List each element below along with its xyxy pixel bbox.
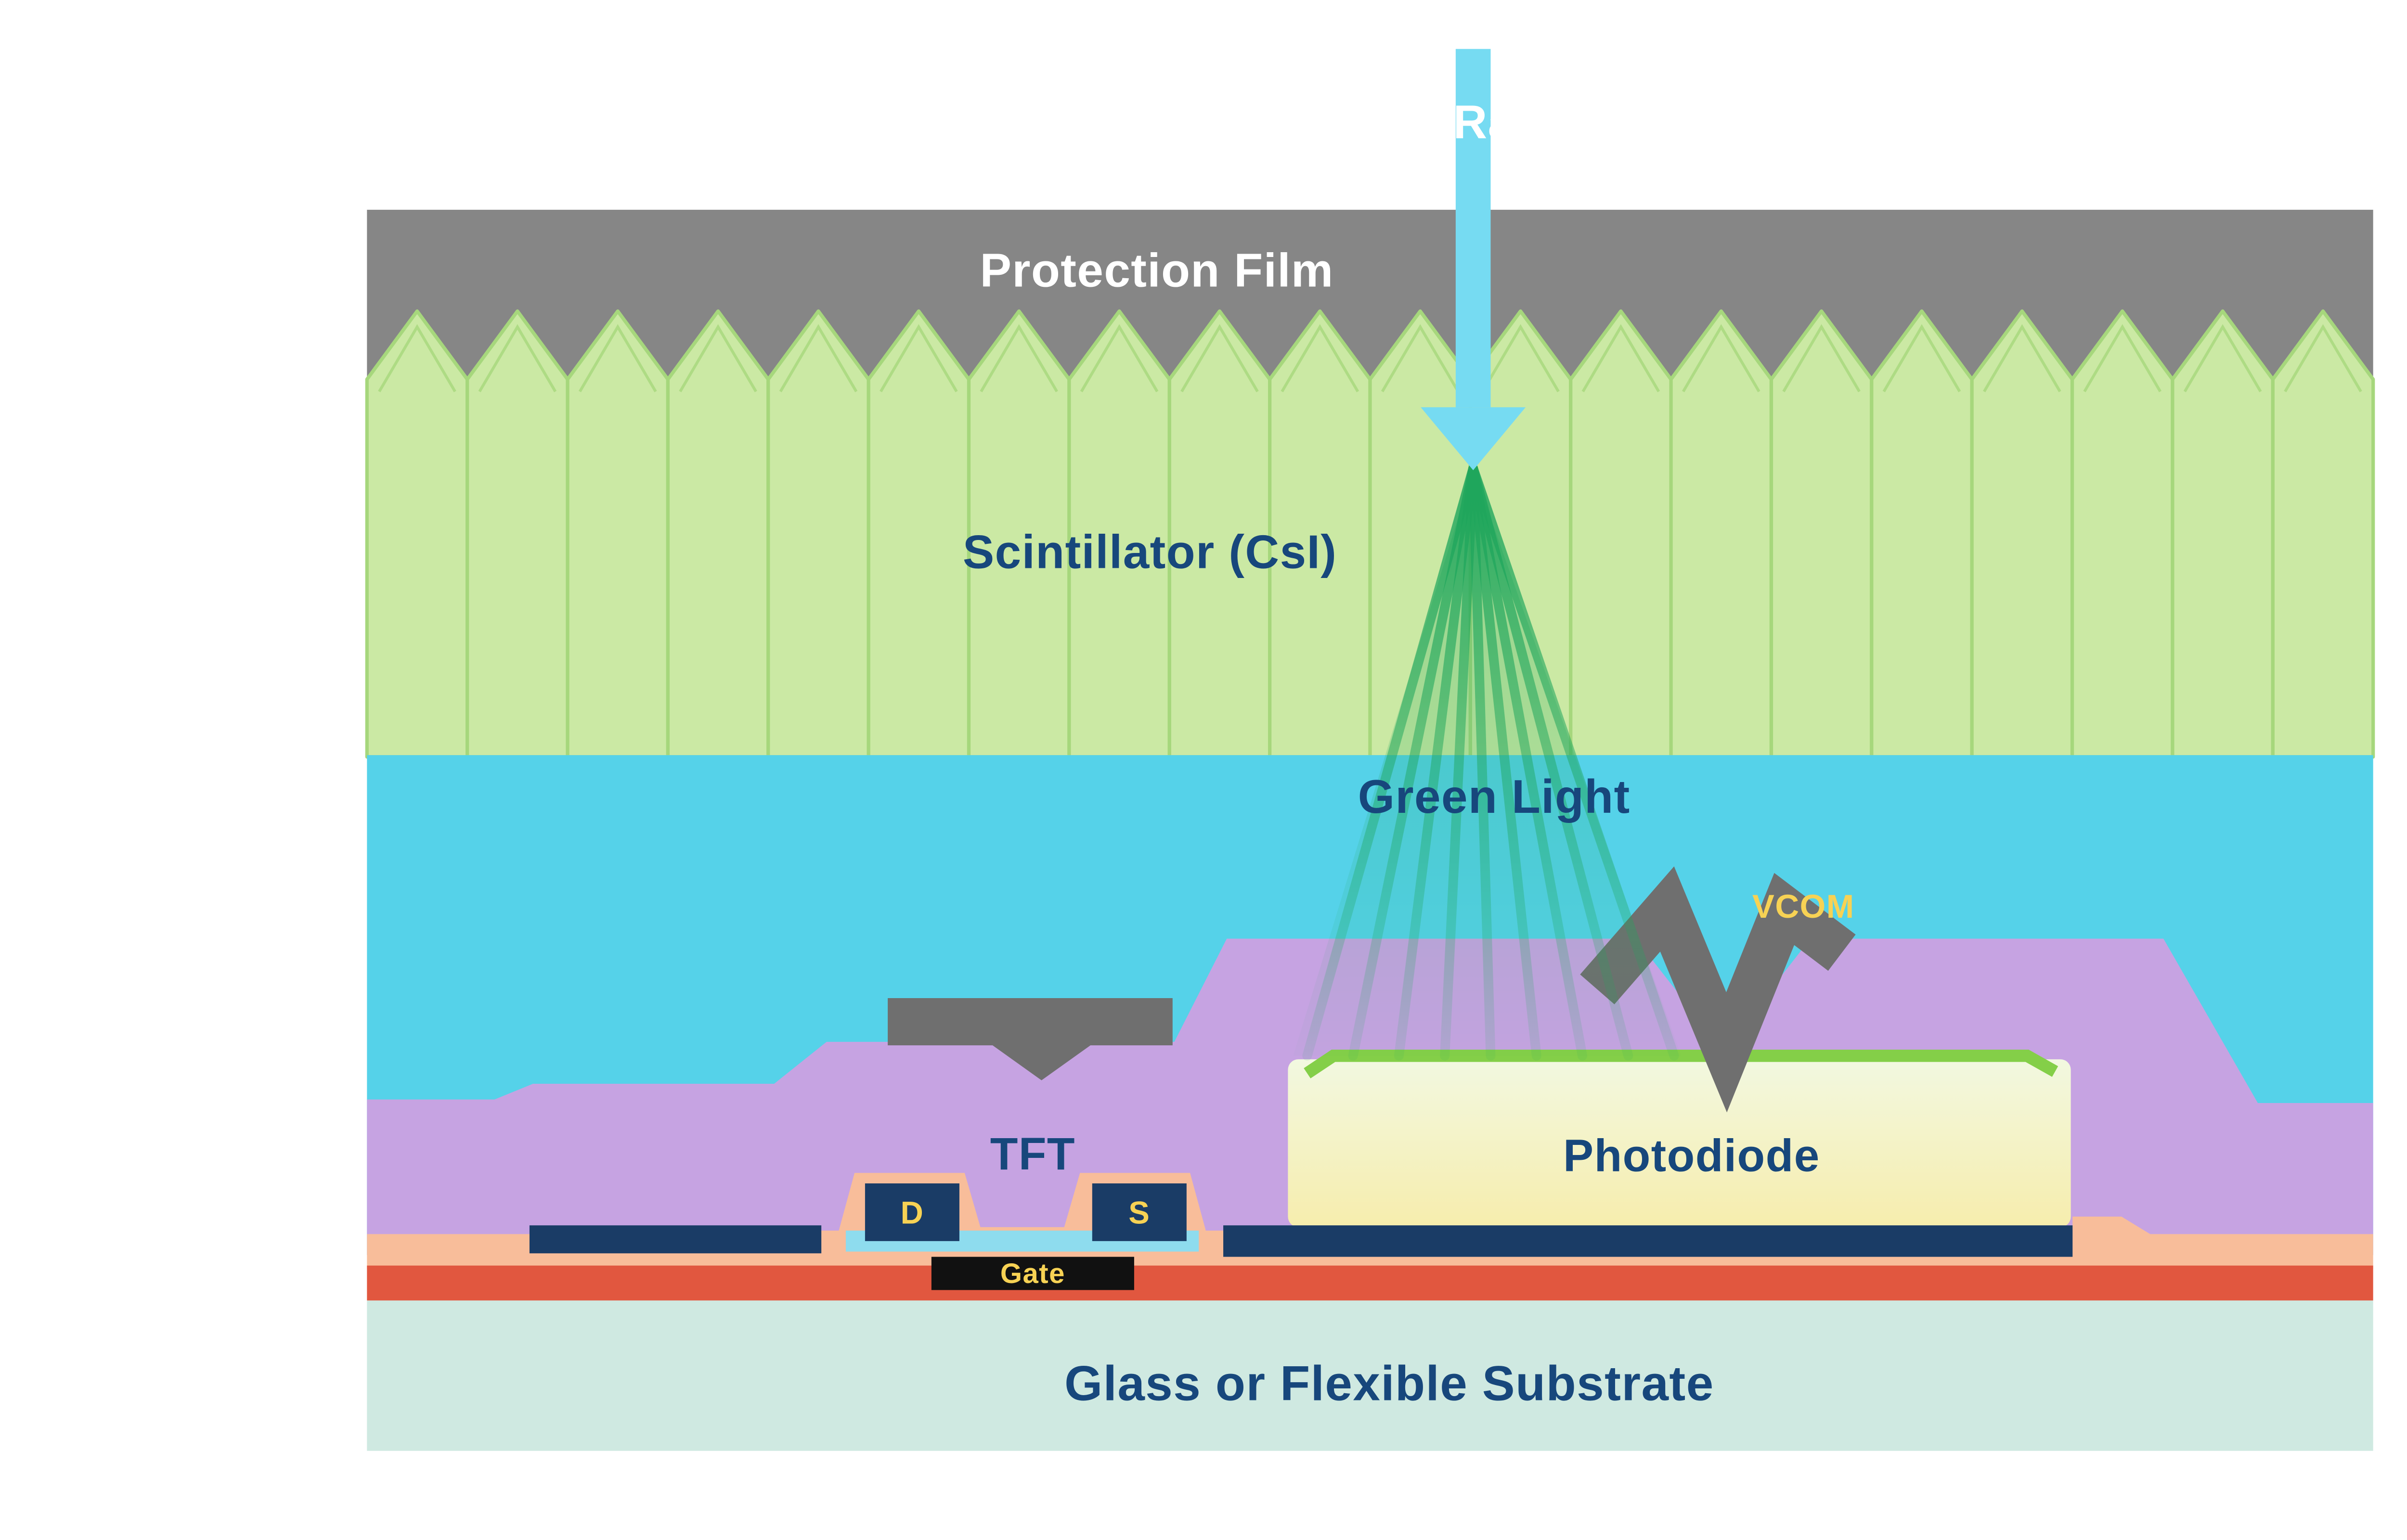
scintillator-needle-inner-line xyxy=(1581,324,1660,393)
green-light-ray xyxy=(1468,463,1541,1061)
left-electrode-pad xyxy=(888,998,1173,1080)
substrate-layer xyxy=(367,1300,2373,1451)
scintillator-needle xyxy=(1569,309,1673,759)
xray-arrow-shaft xyxy=(1455,49,1491,408)
green-light-ray xyxy=(1468,463,1679,1061)
scintillator-needle xyxy=(1970,309,2074,759)
scintillator-needle xyxy=(766,309,870,759)
red-barrier-band xyxy=(367,1265,2373,1301)
scintillator-needle-inner-line xyxy=(1882,324,1961,393)
scintillator-needle xyxy=(365,309,469,759)
scintillator-needle-inner-line xyxy=(779,324,858,393)
scintillator-needle-inner-line xyxy=(378,324,456,393)
left-electrode-bar xyxy=(529,1225,822,1254)
scintillator-needle xyxy=(466,309,569,759)
protection-film-layer xyxy=(367,209,2373,380)
green-light-cone xyxy=(1293,468,1682,1056)
source-label: S xyxy=(1128,1195,1150,1231)
right-passivation-cap xyxy=(2072,1217,2202,1266)
scintillator-needle-inner-line xyxy=(1782,324,1861,393)
scintillator-needle-inner-line xyxy=(980,324,1058,393)
xray-arrow-head xyxy=(1421,407,1526,471)
green-light-rays xyxy=(1302,463,1679,1061)
scintillator-needle-inner-line xyxy=(1481,324,1560,393)
xray-label: X-Ray xyxy=(1405,95,1542,148)
source-contact xyxy=(1092,1183,1187,1241)
scintillator-needle-inner-line xyxy=(478,324,557,393)
drain-label: D xyxy=(901,1195,924,1231)
photodiode-bottom-electrode xyxy=(1223,1225,2085,1257)
green-light-ray xyxy=(1468,463,1633,1061)
green-light-ray xyxy=(1348,463,1478,1061)
scintillator-needle-inner-line xyxy=(1381,324,1460,393)
green-light-ray xyxy=(1468,463,1496,1061)
scintillator-label: Scintillator (CsI) xyxy=(963,525,1337,578)
green-light-ray xyxy=(1440,463,1478,1061)
scintillator-needle-inner-line xyxy=(1983,324,2061,393)
scintillator-needle xyxy=(1870,309,1974,759)
photodiode-label: Photodiode xyxy=(1563,1131,1820,1181)
scintillator-needle-inner-line xyxy=(578,324,657,393)
protection-film-label: Protection Film xyxy=(980,244,1334,297)
scintillator-needle xyxy=(666,309,770,759)
vcom-label: VCOM xyxy=(1752,888,1855,925)
scintillator-needle-inner-line xyxy=(1281,324,1359,393)
scintillator-needle xyxy=(566,309,670,759)
drain-contact xyxy=(865,1183,959,1241)
scintillator-needle xyxy=(1769,309,1874,759)
scintillator-columns xyxy=(365,309,2375,759)
green-light-ray xyxy=(1468,463,1588,1061)
scintillator-needle-inner-line xyxy=(2284,324,2362,393)
substrate-label: Glass or Flexible Substrate xyxy=(1064,1356,1714,1411)
scintillator-needle xyxy=(2171,309,2275,759)
scintillator-needle-inner-line xyxy=(880,324,958,393)
green-light-ray xyxy=(1394,463,1478,1061)
green-light-ray xyxy=(1302,463,1478,1061)
scintillator-needle-inner-line xyxy=(679,324,757,393)
scintillator-needle-inner-line xyxy=(2183,324,2262,393)
scintillator-needle xyxy=(2070,309,2174,759)
photodiode-body xyxy=(1288,1059,2071,1227)
tft-label: TFT xyxy=(990,1129,1075,1180)
scintillator-needle xyxy=(1669,309,1773,759)
vcom-electrode xyxy=(1580,866,1856,1113)
gate-electrode xyxy=(931,1257,1134,1290)
scintillator-needle-inner-line xyxy=(1180,324,1259,393)
scintillator-needle-inner-line xyxy=(1682,324,1760,393)
green-light-label: Green Light xyxy=(1358,770,1631,823)
scintillator-needle xyxy=(867,309,971,759)
scintillator-needle xyxy=(2271,309,2375,759)
scintillator-needle-inner-line xyxy=(1080,324,1159,393)
gate-label: Gate xyxy=(1000,1258,1065,1289)
scintillator-needle-inner-line xyxy=(2083,324,2162,393)
